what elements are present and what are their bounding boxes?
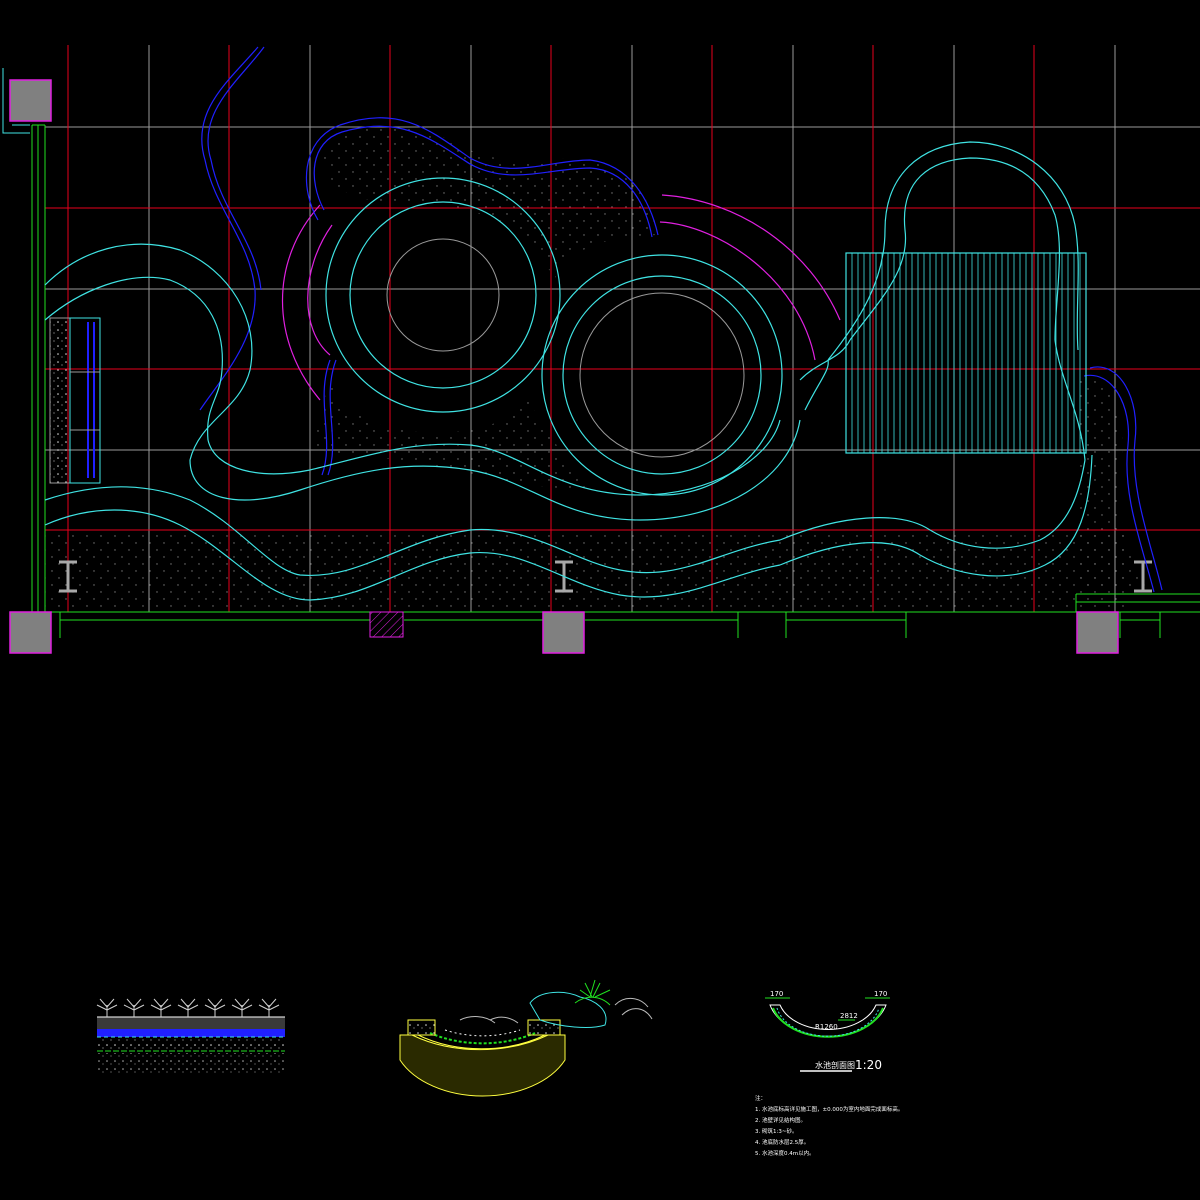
- inner-radius-label: R1260: [815, 1023, 838, 1031]
- section-title: 水池剖面图: [815, 1060, 855, 1070]
- dim-right-label: 170: [874, 990, 887, 998]
- dim-mid-label: 2812: [840, 1012, 858, 1020]
- hatched-opening: [369, 611, 404, 638]
- dim-left-label: 170: [770, 990, 783, 998]
- detail-pond-section: [399, 979, 653, 1097]
- left-wall: [31, 124, 1200, 638]
- note-line-4: 4. 池底防水层2.5厚。: [755, 1138, 809, 1146]
- detail-paving-section: [96, 998, 285, 1075]
- plant-symbol: [258, 998, 280, 1017]
- wall-feature: [49, 317, 101, 484]
- stream-outlines: [199, 46, 1163, 593]
- column-bottom-mid: [542, 611, 585, 654]
- detail-pool-cross-section: 170 170 2812 R1260 水池剖面图 1:20: [765, 990, 890, 1072]
- plant-symbol: [96, 998, 118, 1017]
- note-line-5: 5. 水池深度0.4m以内。: [755, 1149, 815, 1157]
- timber-deck: [845, 252, 1087, 454]
- note-line-2: 2. 池壁详见结构图。: [755, 1116, 806, 1124]
- note-line-3: 3. 砌筑1:3~砂。: [755, 1127, 797, 1135]
- magenta-arcs: [281, 194, 841, 401]
- red-grid: [45, 45, 1200, 612]
- note-line-1: 1. 水池底标高详见施工图，±0.000为室内地面完成面标高。: [755, 1105, 903, 1113]
- column-top-left: [9, 79, 52, 122]
- pool-circles: [386, 238, 745, 458]
- plant-symbol: [123, 998, 145, 1017]
- plant-symbol: [231, 998, 253, 1017]
- site-plan: [2, 45, 1200, 654]
- plant-symbol: [204, 998, 226, 1017]
- notes-block: 注： 1. 水池底标高详见施工图，±0.000为室内地面完成面标高。 2. 池壁…: [755, 1094, 903, 1157]
- structural-columns: [9, 79, 1119, 654]
- plant-symbol: [150, 998, 172, 1017]
- notes-heading: 注：: [755, 1094, 766, 1102]
- column-bottom-left: [9, 611, 52, 654]
- section-scale: 1:20: [855, 1058, 882, 1072]
- cyan-corner-wall: [2, 68, 30, 134]
- column-bottom-right: [1076, 611, 1119, 654]
- plant-symbol: [177, 998, 199, 1017]
